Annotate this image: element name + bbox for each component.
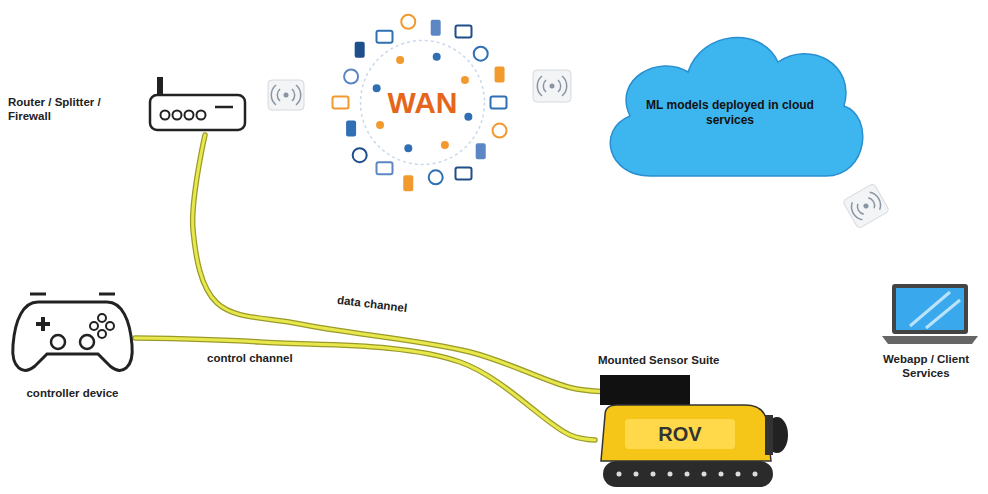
- cable-core: [135, 338, 595, 440]
- node-label: ROV: [658, 422, 701, 447]
- laptop-icon: [880, 282, 980, 346]
- diagram-node: controller device: [10, 290, 135, 380]
- text-box: controller device: [5, 386, 140, 400]
- diagram-node: WAN: [330, 10, 515, 195]
- sensor-suite: [600, 375, 690, 405]
- cable-core: [193, 135, 600, 392]
- controller-icon: [10, 290, 135, 380]
- cable-connector: [135, 338, 595, 440]
- router-icon: [145, 75, 250, 135]
- node-label: ML models deployed in cloud services: [640, 98, 820, 128]
- node-label: controller device: [26, 387, 118, 399]
- wireless-icon: [842, 183, 889, 229]
- wireless-icon: [268, 80, 304, 110]
- node-label: Router / Splitter / Firewall: [8, 96, 101, 122]
- diagram-node: ML models deployed in cloud services: [590, 18, 870, 188]
- diagram-node: Mounted Sensor Suite: [600, 375, 690, 405]
- edge-label: control channel: [205, 352, 295, 364]
- edge-label: data channel: [335, 294, 410, 315]
- node-label: Mounted Sensor Suite: [598, 354, 719, 366]
- text-box: Mounted Sensor Suite: [598, 353, 719, 367]
- diagram-node: Webapp / Client Services: [880, 282, 980, 346]
- diagram-node: ROV: [595, 405, 790, 490]
- diagram-node: Router / Splitter / Firewall: [145, 75, 250, 135]
- text-box: Router / Splitter / Firewall: [8, 95, 136, 124]
- text-box: WAN: [330, 10, 515, 195]
- cable-outline: [193, 135, 600, 392]
- rov-vehicle: [595, 405, 790, 490]
- text-box: ML models deployed in cloud services: [640, 58, 820, 168]
- text-box: Webapp / Client Services: [870, 352, 982, 381]
- node-label: Webapp / Client Services: [883, 353, 969, 379]
- cable-outline: [135, 338, 595, 440]
- node-label: WAN: [388, 84, 458, 122]
- cable-connector: [193, 135, 600, 392]
- text-box: ROV: [625, 419, 735, 449]
- wireless-icon: [533, 70, 571, 102]
